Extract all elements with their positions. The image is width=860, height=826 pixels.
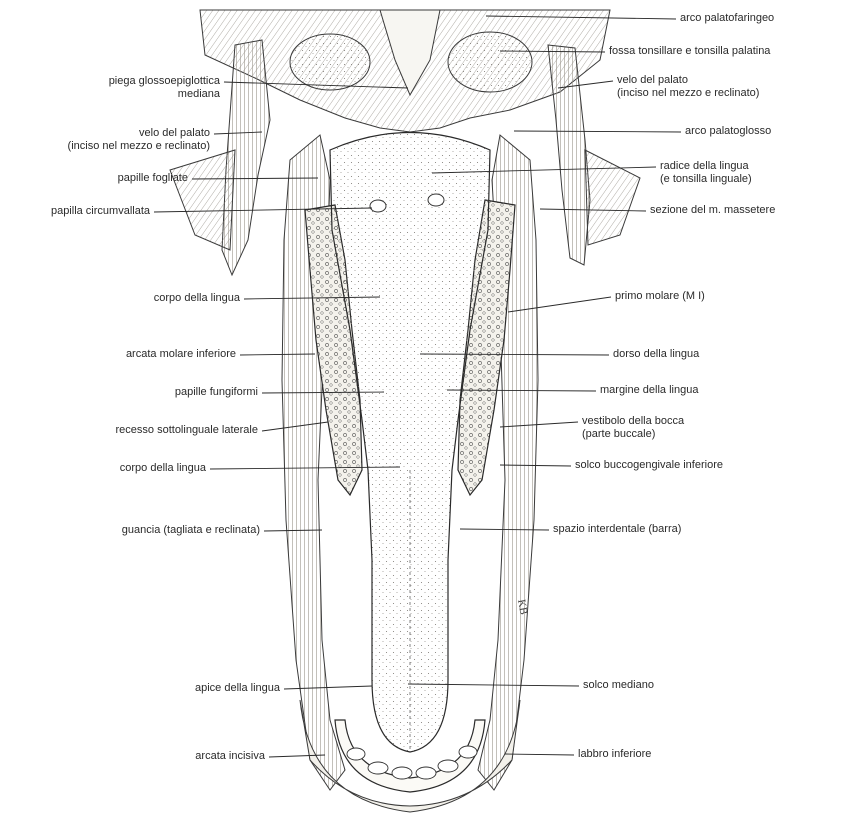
label-line: velo del palato (617, 74, 759, 87)
label-line: guancia (tagliata e reclinata) (122, 524, 260, 537)
label-line: apice della lingua (195, 682, 280, 695)
label-solco-buccogengivale: solco buccogengivale inferiore (575, 459, 723, 472)
label-line: fossa tonsillare e tonsilla palatina (609, 45, 770, 58)
label-line: arcata incisiva (195, 750, 265, 763)
label-corpo-della-lingua-2: corpo della lingua (120, 462, 206, 475)
label-arcata-incisiva: arcata incisiva (195, 750, 265, 763)
label-line: primo molare (M I) (615, 290, 705, 303)
label-line: margine della lingua (600, 384, 698, 397)
label-arco-palatofaringeo: arco palatofaringeo (680, 12, 774, 25)
label-apice-della-lingua: apice della lingua (195, 682, 280, 695)
label-arco-palatoglosso: arco palatoglosso (685, 125, 771, 138)
label-line: vestibolo della bocca (582, 415, 684, 428)
label-line: (e tonsilla linguale) (660, 173, 752, 186)
label-line: papille fungiformi (175, 386, 258, 399)
label-labbro-inferiore: labbro inferiore (578, 748, 651, 761)
label-line: (parte buccale) (582, 428, 684, 441)
label-line: radice della lingua (660, 160, 752, 173)
label-line: labbro inferiore (578, 748, 651, 761)
label-guancia: guancia (tagliata e reclinata) (122, 524, 260, 537)
label-papille-fungiformi: papille fungiformi (175, 386, 258, 399)
label-line: piega glossoepiglottica (109, 75, 220, 88)
label-velo-del-palato-left: velo del palato(inciso nel mezzo e recli… (68, 127, 210, 153)
label-sezione-massetere: sezione del m. massetere (650, 204, 775, 217)
label-fossa-tonsillare: fossa tonsillare e tonsilla palatina (609, 45, 770, 58)
leader-apice-della-lingua (284, 686, 372, 689)
label-line: mediana (109, 88, 220, 101)
label-line: papille fogliate (118, 172, 188, 185)
label-line: (inciso nel mezzo e reclinato) (617, 87, 759, 100)
label-papilla-circumvallata: papilla circumvallata (51, 205, 150, 218)
label-dorso-della-lingua: dorso della lingua (613, 348, 699, 361)
label-radice-della-lingua: radice della lingua(e tonsilla linguale) (660, 160, 752, 186)
label-line: corpo della lingua (120, 462, 206, 475)
label-line: arcata molare inferiore (126, 348, 236, 361)
label-line: sezione del m. massetere (650, 204, 775, 217)
label-recesso-sottolinguale: recesso sottolinguale laterale (116, 424, 258, 437)
label-line: corpo della lingua (154, 292, 240, 305)
leader-labbro-inferiore (505, 754, 574, 755)
label-line: (inciso nel mezzo e reclinato) (68, 140, 210, 153)
label-line: spazio interdentale (barra) (553, 523, 681, 536)
label-corpo-della-lingua-1: corpo della lingua (154, 292, 240, 305)
label-line: arco palatoglosso (685, 125, 771, 138)
leader-arco-palatoglosso (514, 131, 681, 132)
label-line: recesso sottolinguale laterale (116, 424, 258, 437)
label-line: dorso della lingua (613, 348, 699, 361)
label-line: solco buccogengivale inferiore (575, 459, 723, 472)
label-arcata-molare-inferiore: arcata molare inferiore (126, 348, 236, 361)
label-line: papilla circumvallata (51, 205, 150, 218)
label-vestibolo-della-bocca: vestibolo della bocca(parte buccale) (582, 415, 684, 441)
label-solco-mediano: solco mediano (583, 679, 654, 692)
label-margine-della-lingua: margine della lingua (600, 384, 698, 397)
label-line: arco palatofaringeo (680, 12, 774, 25)
label-line: solco mediano (583, 679, 654, 692)
leader-spazio-interdentale (460, 529, 549, 530)
label-line: velo del palato (68, 127, 210, 140)
label-papille-fogliate: papille fogliate (118, 172, 188, 185)
label-spazio-interdentale: spazio interdentale (barra) (553, 523, 681, 536)
label-velo-del-palato-right: velo del palato(inciso nel mezzo e recli… (617, 74, 759, 100)
label-primo-molare: primo molare (M I) (615, 290, 705, 303)
